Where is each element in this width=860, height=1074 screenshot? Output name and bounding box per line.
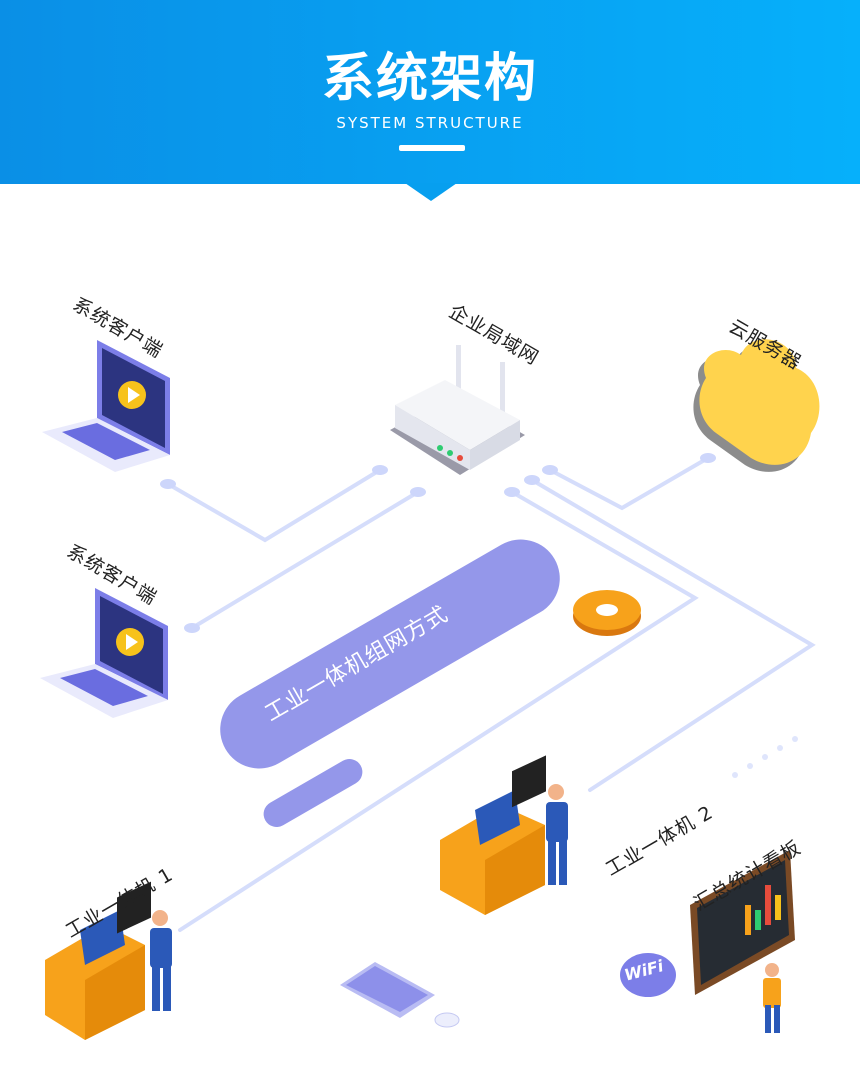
industrial-machine-icon (440, 755, 568, 915)
dashboard-board-icon (690, 850, 795, 1033)
header-notch (405, 183, 457, 201)
page-title: 系统架构 (321, 49, 538, 109)
cloud-icon (693, 339, 820, 472)
title-underline (399, 145, 465, 151)
router-icon (390, 345, 525, 475)
laptop-icon (42, 340, 170, 472)
line-lan-machine1 (178, 490, 699, 932)
connection-dots (160, 453, 716, 633)
decorative-pill (263, 759, 363, 827)
page-subtitle: SYSTEM STRUCTURE (336, 114, 524, 132)
line-client1-lan (166, 468, 382, 543)
dotted-trail (732, 736, 798, 778)
keyboard-icon (340, 962, 435, 1018)
banner-pill (220, 539, 560, 769)
mouse-icon (434, 1012, 460, 1028)
line-client2-lan (190, 490, 420, 630)
gear-icon (573, 590, 641, 636)
header-banner (0, 0, 860, 184)
wifi-badge (620, 953, 676, 997)
line-lan-machine2 (530, 478, 816, 792)
connection-lines (166, 456, 816, 932)
industrial-machine-icon (45, 881, 172, 1040)
laptop-icon (40, 588, 168, 718)
line-cloud-lan (548, 456, 710, 511)
